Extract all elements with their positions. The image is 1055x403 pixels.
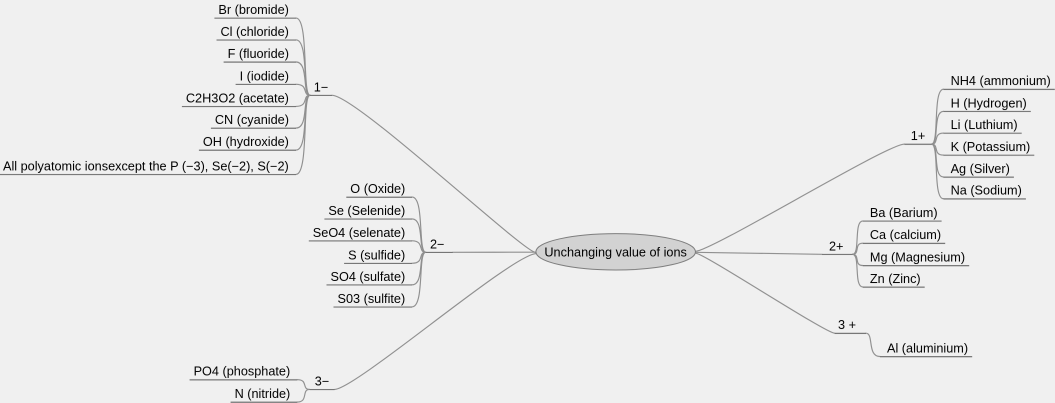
svg-text:3 +: 3 + — [838, 318, 856, 332]
svg-text:S03 (sulfite): S03 (sulfite) — [337, 292, 405, 306]
svg-text:2+: 2+ — [829, 239, 843, 253]
svg-text:O (Oxide): O (Oxide) — [350, 182, 405, 196]
svg-text:Al (aluminium): Al (aluminium) — [887, 342, 968, 356]
svg-text:OH (hydroxide): OH (hydroxide) — [203, 135, 289, 149]
svg-text:All polyatomic ionsexcept the: All polyatomic ionsexcept the P (−3), Se… — [3, 159, 289, 173]
svg-text:3−: 3− — [315, 374, 329, 388]
svg-text:Cl (chloride): Cl (chloride) — [221, 25, 289, 39]
svg-text:Li (Luthium): Li (Luthium) — [951, 118, 1018, 132]
svg-text:Ca (calcium): Ca (calcium) — [870, 228, 941, 242]
svg-text:Br (bromide): Br (bromide) — [218, 3, 289, 17]
svg-text:F (fluoride): F (fluoride) — [228, 47, 289, 61]
svg-text:Ag (Silver): Ag (Silver) — [951, 162, 1010, 176]
svg-text:Mg (Magnesium): Mg (Magnesium) — [870, 251, 965, 265]
svg-text:N (nitride): N (nitride) — [235, 387, 291, 401]
svg-text:S (sulfide): S (sulfide) — [348, 248, 405, 262]
svg-text:I (iodide): I (iodide) — [240, 69, 289, 83]
svg-text:Se (Selenide): Se (Selenide) — [328, 204, 405, 218]
svg-text:1−: 1− — [314, 80, 328, 94]
svg-text:2−: 2− — [430, 237, 444, 251]
svg-text:Unchanging value of ions: Unchanging value of ions — [544, 245, 686, 259]
svg-text:1+: 1+ — [911, 129, 925, 143]
svg-text:SeO4 (selenate): SeO4 (selenate) — [313, 226, 405, 240]
svg-text:K (Potassium): K (Potassium) — [951, 140, 1031, 154]
svg-text:Ba (Barium): Ba (Barium) — [870, 206, 938, 220]
svg-text:CN (cyanide): CN (cyanide) — [215, 113, 289, 127]
svg-text:C2H3O2 (acetate): C2H3O2 (acetate) — [186, 91, 289, 105]
svg-text:Na (Sodium): Na (Sodium) — [951, 184, 1022, 198]
svg-text:PO4 (phosphate): PO4 (phosphate) — [194, 365, 291, 379]
svg-text:Zn (Zinc): Zn (Zinc) — [870, 272, 921, 286]
svg-text:H (Hydrogen): H (Hydrogen) — [951, 96, 1027, 110]
svg-text:NH4 (ammonium): NH4 (ammonium) — [951, 74, 1051, 88]
svg-text:SO4 (sulfate): SO4 (sulfate) — [330, 270, 405, 284]
